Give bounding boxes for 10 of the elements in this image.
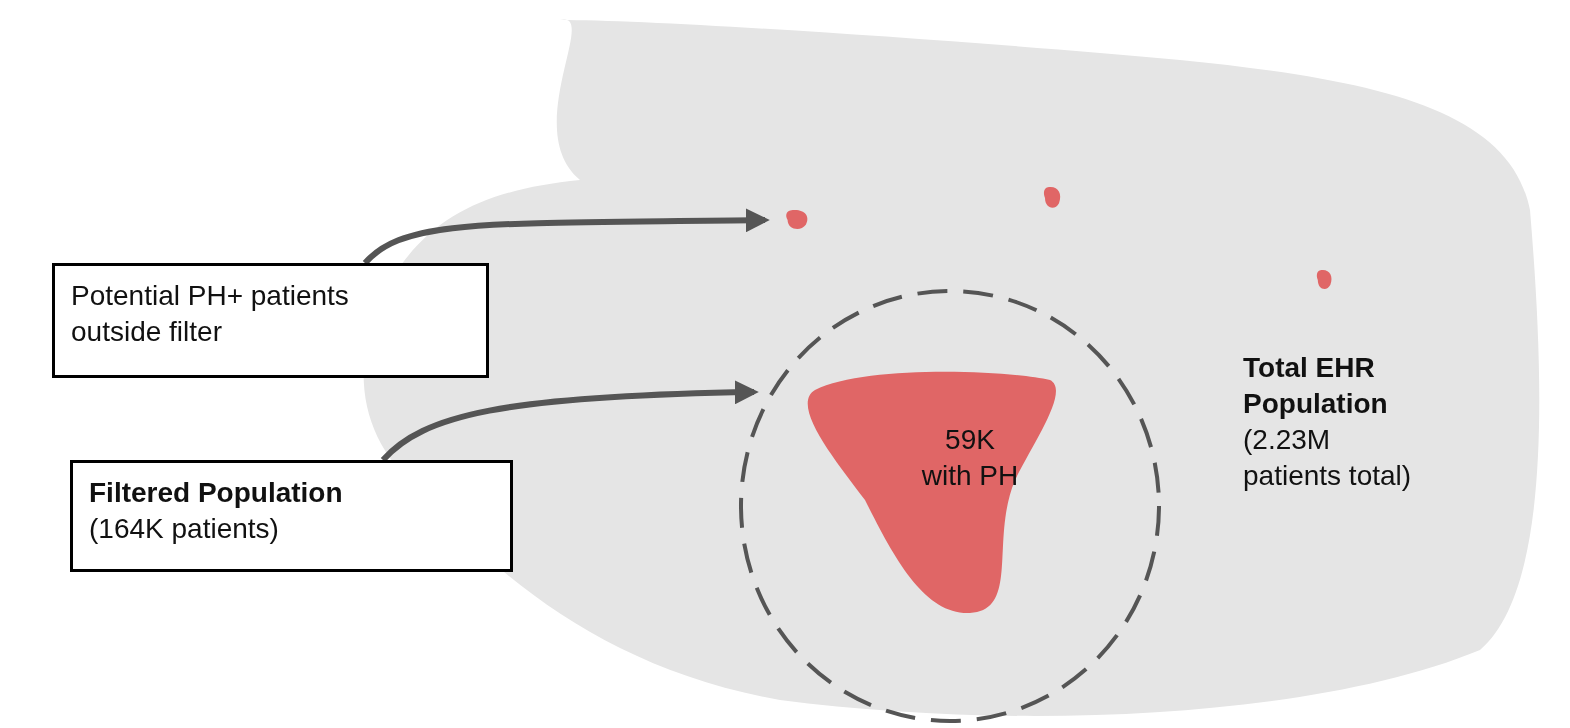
callout-text: (164K patients)	[89, 512, 280, 546]
callout-text: Potential PH+ patients outside filter	[71, 279, 350, 349]
population-count: (2.23M patients total)	[1243, 423, 1413, 493]
arrow	[380, 380, 759, 463]
arrow	[362, 208, 770, 266]
callout-box	[70, 460, 513, 572]
population-title: Total EHR Population	[1243, 351, 1389, 421]
ph-count-label: 59K with PH	[920, 423, 1020, 493]
callout-heading: Filtered Population	[89, 476, 344, 510]
callout-box	[52, 263, 489, 378]
